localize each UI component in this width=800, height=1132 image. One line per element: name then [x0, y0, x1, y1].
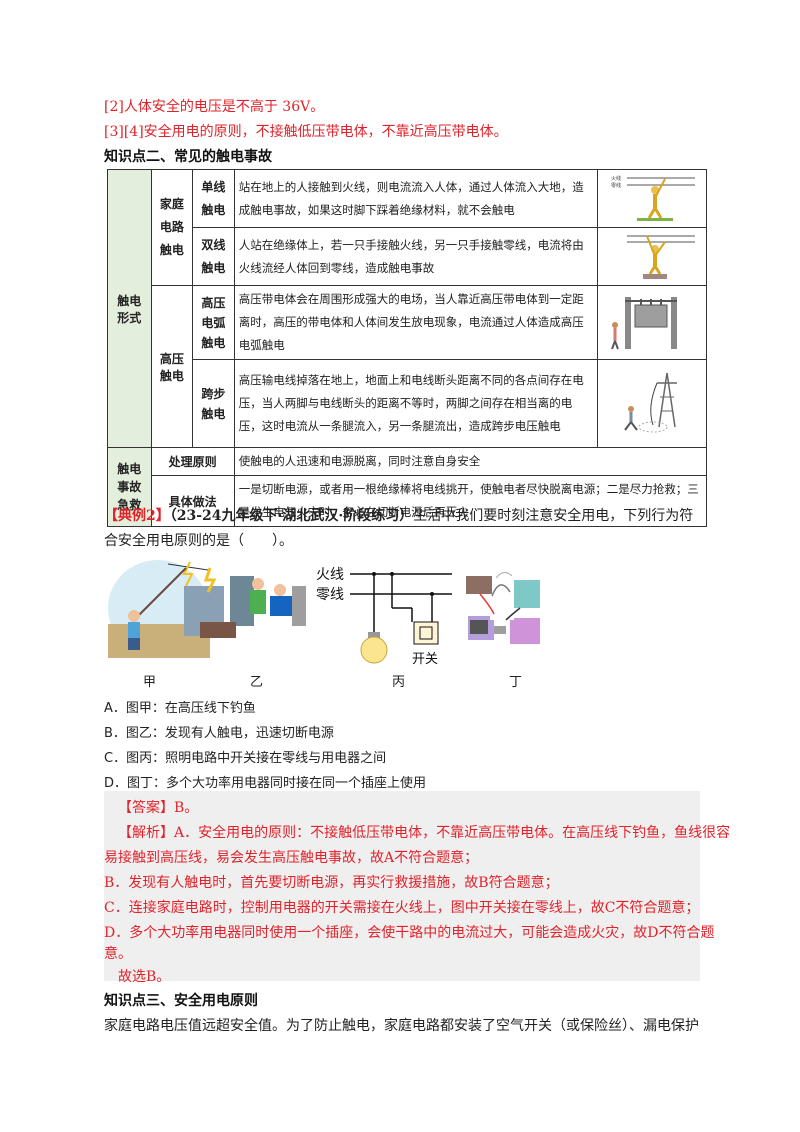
electric-shock-table: 触电形式 家庭电路触电 单线触电 站在地上的人接触到火线，则电流流入人体，通过人…	[107, 169, 708, 527]
choice-d: D．图丁：多个大功率用电器同时接在同一个插座上使用	[104, 776, 427, 791]
category-shock-form: 触电形式	[107, 169, 152, 448]
double-wire-illustration	[597, 227, 707, 286]
label-principle: 处理原则	[150, 447, 235, 476]
figure-label-jia: 甲	[143, 675, 157, 690]
analysis-line-1: 【解析】A．安全用电的原则：不接触低压带电体，不靠近高压带电体。在高压线下钓鱼，…	[118, 825, 731, 841]
type-arc-shock: 高压电弧触电	[192, 285, 235, 360]
conclusion-line: 故选B。	[118, 969, 171, 985]
zero-wire-label: 零线	[316, 587, 344, 603]
figure-ding-overload	[466, 572, 540, 644]
question-text-2: 合安全用电原则的是（ ）。	[104, 533, 293, 549]
desc-single-wire: 站在地上的人接触到火线，则电流流入人体，通过人体流入大地，造成触电事故，如果这时…	[233, 169, 599, 228]
choice-b: B．图乙：发现有人触电，迅速切断电源	[104, 726, 334, 741]
type-single-wire: 单线触电	[192, 169, 235, 228]
analysis-line-2: 易接触到高压线，易会发生高压触电事故，故A不符合题意；	[104, 850, 479, 866]
desc-double-wire: 人站在绝缘体上，若一只手接触火线，另一只手接触零线，电流将由火线流经人体回到零线…	[233, 227, 599, 286]
example-question-line1: 【典例2】（23-24九年级下·湖北武汉·阶段练习）生活中我们要时刻注意安全用电…	[104, 505, 693, 525]
group-home-circuit: 家庭电路触电	[150, 169, 194, 286]
desc-arc-shock: 高压带电体会在周围形成强大的电场，当人靠近高压带电体到一定距离时，高压的带电体和…	[233, 285, 599, 360]
transformer-icon	[611, 297, 678, 350]
figure-label-bing: 丙	[392, 675, 406, 690]
example-tag: 【典例2】	[104, 508, 170, 524]
safe-voltage-line: [2]人体安全的电压是不高于 36V。	[104, 99, 325, 115]
safety-principle-line: [3][4]安全用电的原则，不接触低压带电体，不靠近高压带电体。	[104, 124, 508, 140]
step-voltage-illustration	[597, 359, 707, 448]
fire-wire-label: 火线	[316, 567, 344, 583]
pic-fire-label: 火线	[611, 175, 621, 182]
type-step-voltage: 跨步触电	[192, 359, 235, 448]
choice-c: C．图丙：照明电路中开关接在零线与用电器之间	[104, 751, 387, 766]
section-title: 知识点二、常见的触电事故	[104, 149, 272, 165]
figure-label-ding: 丁	[509, 675, 523, 690]
analysis-line-4: C．连接家庭电路时，控制用电器的开关需接在火线上，图中开关接在零线上，故C不符合…	[104, 900, 700, 916]
group-high-voltage: 高压触电	[150, 285, 194, 448]
figure-yi-rescue	[184, 567, 306, 638]
choice-a: A．图甲：在高压线下钓鱼	[104, 701, 256, 716]
label-method: 具体做法	[150, 475, 235, 527]
answer-panel	[104, 791, 700, 981]
category-first-aid: 触电事故急救	[107, 447, 152, 527]
figure-bing-circuit: 火线 零线 开关	[316, 567, 452, 667]
single-wire-shock-icon: 火线 零线	[611, 175, 696, 221]
desc-method: 一是切断电源，或者用一根绝缘棒将电线挑开，使触电者尽快脱离电源；二是尽力抢救；三…	[233, 475, 708, 527]
single-wire-illustration: 火线 零线	[597, 169, 707, 228]
section3-text: 家庭电路电压值远超安全值。为了防止触电，家庭电路都安装了空气开关（或保险丝）、漏…	[104, 1018, 699, 1034]
desc-principle: 使触电的人迅速和电源脱离，同时注意自身安全	[233, 447, 708, 476]
type-double-wire: 双线触电	[192, 227, 235, 286]
question-text-1: 生活中我们要时刻注意安全用电，下列行为符	[413, 508, 694, 524]
switch-label: 开关	[412, 652, 438, 667]
analysis-line-3: B．发现有人触电时，首先要切断电源，再实行救援措施，故B符合题意；	[104, 875, 559, 891]
section3-title: 知识点三、安全用电原则	[104, 993, 258, 1009]
desc-step-voltage: 高压输电线掉落在地上，地面上和电线断头距离不同的各点间存在电压，当人两脚与电线断…	[233, 359, 599, 448]
power-tower-icon	[624, 372, 678, 433]
arc-shock-illustration	[597, 285, 707, 360]
answer-line: 【答案】B。	[118, 800, 199, 816]
analysis-line-5: D．多个大功率用电器同时使用一个插座，会使干路中的电流过大，可能会造成火灾，故D…	[104, 925, 715, 941]
pic-zero-label: 零线	[611, 182, 621, 189]
figure-label-yi: 乙	[250, 675, 264, 690]
double-wire-shock-icon	[627, 235, 696, 279]
analysis-line-6: 意。	[104, 946, 132, 962]
example-source: （23-24九年级下·湖北武汉·阶段练习）	[169, 508, 414, 524]
